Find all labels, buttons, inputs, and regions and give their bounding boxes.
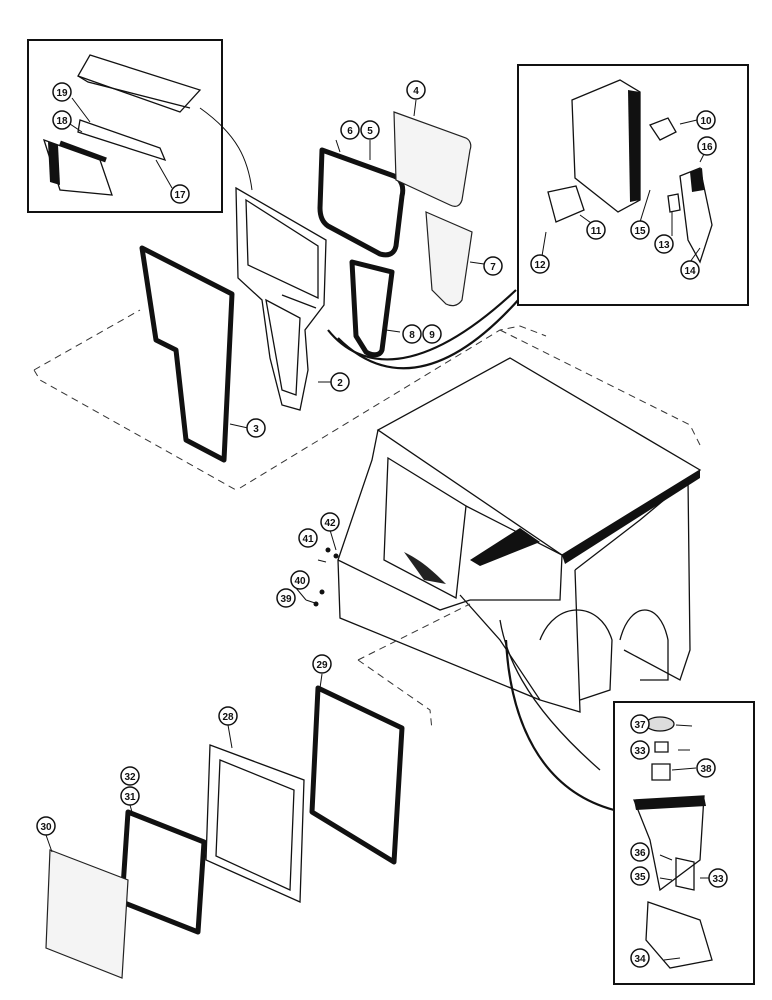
callout-8-text: 8 xyxy=(409,330,415,341)
callout-33-lower-text: 33 xyxy=(712,874,724,885)
upper-door-glass-part xyxy=(393,111,472,207)
callout-6-text: 6 xyxy=(347,126,353,137)
cab-body xyxy=(337,357,702,771)
lower-glass-seal-part xyxy=(349,259,395,358)
callout-13: 13 xyxy=(654,234,674,254)
latch-connector-curve-lower xyxy=(337,297,521,370)
callout-32: 32 xyxy=(120,766,140,786)
door-seal-part xyxy=(139,245,235,463)
callout-4-text: 4 xyxy=(413,86,419,97)
callout-17-text: 17 xyxy=(174,190,186,201)
callout-31: 31 xyxy=(120,786,140,806)
callout-2-text: 2 xyxy=(337,378,343,389)
callout-5-text: 5 xyxy=(367,126,373,137)
callout-36: 36 xyxy=(630,842,650,862)
callout-41-text: 41 xyxy=(302,534,314,545)
nut-42-dot xyxy=(333,553,339,559)
callout-28: 28 xyxy=(218,706,238,726)
door-frame-part xyxy=(235,186,327,411)
callout-29-text: 29 xyxy=(316,660,328,671)
rear-window-frame-part xyxy=(205,744,305,903)
callout-39-text: 39 xyxy=(280,594,292,605)
pivot-connector-curve xyxy=(504,639,615,812)
callout-18: 18 xyxy=(52,110,72,130)
callout-38-text: 38 xyxy=(700,764,712,775)
callout-9-text: 9 xyxy=(429,330,435,341)
callout-30: 30 xyxy=(36,816,56,836)
callout-17: 17 xyxy=(170,184,190,204)
callout-35-text: 35 xyxy=(634,872,646,883)
callout-40: 40 xyxy=(290,570,310,590)
callout-labels: 2 3 4 6 5 7 8 9 10 11 12 13 14 15 16 17 … xyxy=(36,80,728,968)
callout-39: 39 xyxy=(276,588,296,608)
callout-11: 11 xyxy=(586,220,606,240)
callout-11-text: 11 xyxy=(591,226,602,237)
callout-5: 5 xyxy=(360,120,380,140)
screw-39-dot xyxy=(313,601,319,607)
callout-2: 2 xyxy=(330,372,350,392)
rear-window-glass-part xyxy=(45,849,129,979)
rear-panel-outline xyxy=(357,603,471,731)
callout-40-text: 40 xyxy=(294,576,306,587)
callout-13-text: 13 xyxy=(658,240,670,251)
callout-3-text: 3 xyxy=(253,424,259,435)
callout-3: 3 xyxy=(246,418,266,438)
callout-7-text: 7 xyxy=(490,262,496,273)
callout-38: 38 xyxy=(696,758,716,778)
callout-14: 14 xyxy=(680,260,700,280)
rear-window-seal-part-29 xyxy=(309,685,405,865)
callout-41: 41 xyxy=(298,528,318,548)
callout-32-text: 32 xyxy=(124,772,136,783)
callout-12-text: 12 xyxy=(534,260,546,271)
callout-19-text: 19 xyxy=(56,88,68,99)
callout-10-text: 10 xyxy=(700,116,712,127)
callout-42-text: 42 xyxy=(324,518,336,529)
washer-40-dot xyxy=(319,589,325,595)
inset-connector-curve xyxy=(199,107,253,191)
callout-7: 7 xyxy=(483,256,503,276)
callout-18-text: 18 xyxy=(56,116,68,127)
callout-36-text: 36 xyxy=(634,848,646,859)
callout-9: 9 xyxy=(422,324,442,344)
callout-29: 29 xyxy=(312,654,332,674)
rear-window-seal-part-31 xyxy=(119,809,207,935)
upper-glass-seal-part xyxy=(317,147,406,258)
callout-4: 4 xyxy=(406,80,426,100)
callout-34: 34 xyxy=(630,948,650,968)
callout-35: 35 xyxy=(630,866,650,886)
callout-42: 42 xyxy=(320,512,340,532)
callout-6: 6 xyxy=(340,120,360,140)
callout-34-text: 34 xyxy=(634,954,646,965)
callout-28-text: 28 xyxy=(222,712,234,723)
washer-41-dot xyxy=(325,547,331,553)
callout-14-text: 14 xyxy=(684,266,696,277)
callout-33-upper-text: 33 xyxy=(634,746,646,757)
callout-30-text: 30 xyxy=(40,822,52,833)
callout-16: 16 xyxy=(697,136,717,156)
callout-33-upper: 33 xyxy=(630,740,650,760)
callout-33-lower: 33 xyxy=(708,868,728,888)
callout-16-text: 16 xyxy=(701,142,713,153)
callout-37-text: 37 xyxy=(634,720,646,731)
callout-12: 12 xyxy=(530,254,550,274)
latch-connector-curve-upper xyxy=(327,289,517,361)
callout-37: 37 xyxy=(630,714,650,734)
lower-door-glass-part xyxy=(425,211,473,307)
callout-19: 19 xyxy=(52,82,72,102)
callout-31-text: 31 xyxy=(124,792,136,803)
callout-10: 10 xyxy=(696,110,716,130)
callout-15-text: 15 xyxy=(634,226,646,237)
rear-window-frame-inner xyxy=(215,759,295,891)
inset-latch-detail xyxy=(517,64,749,306)
door-assembly-outline xyxy=(33,309,701,491)
callout-8: 8 xyxy=(402,324,422,344)
callout-15: 15 xyxy=(630,220,650,240)
